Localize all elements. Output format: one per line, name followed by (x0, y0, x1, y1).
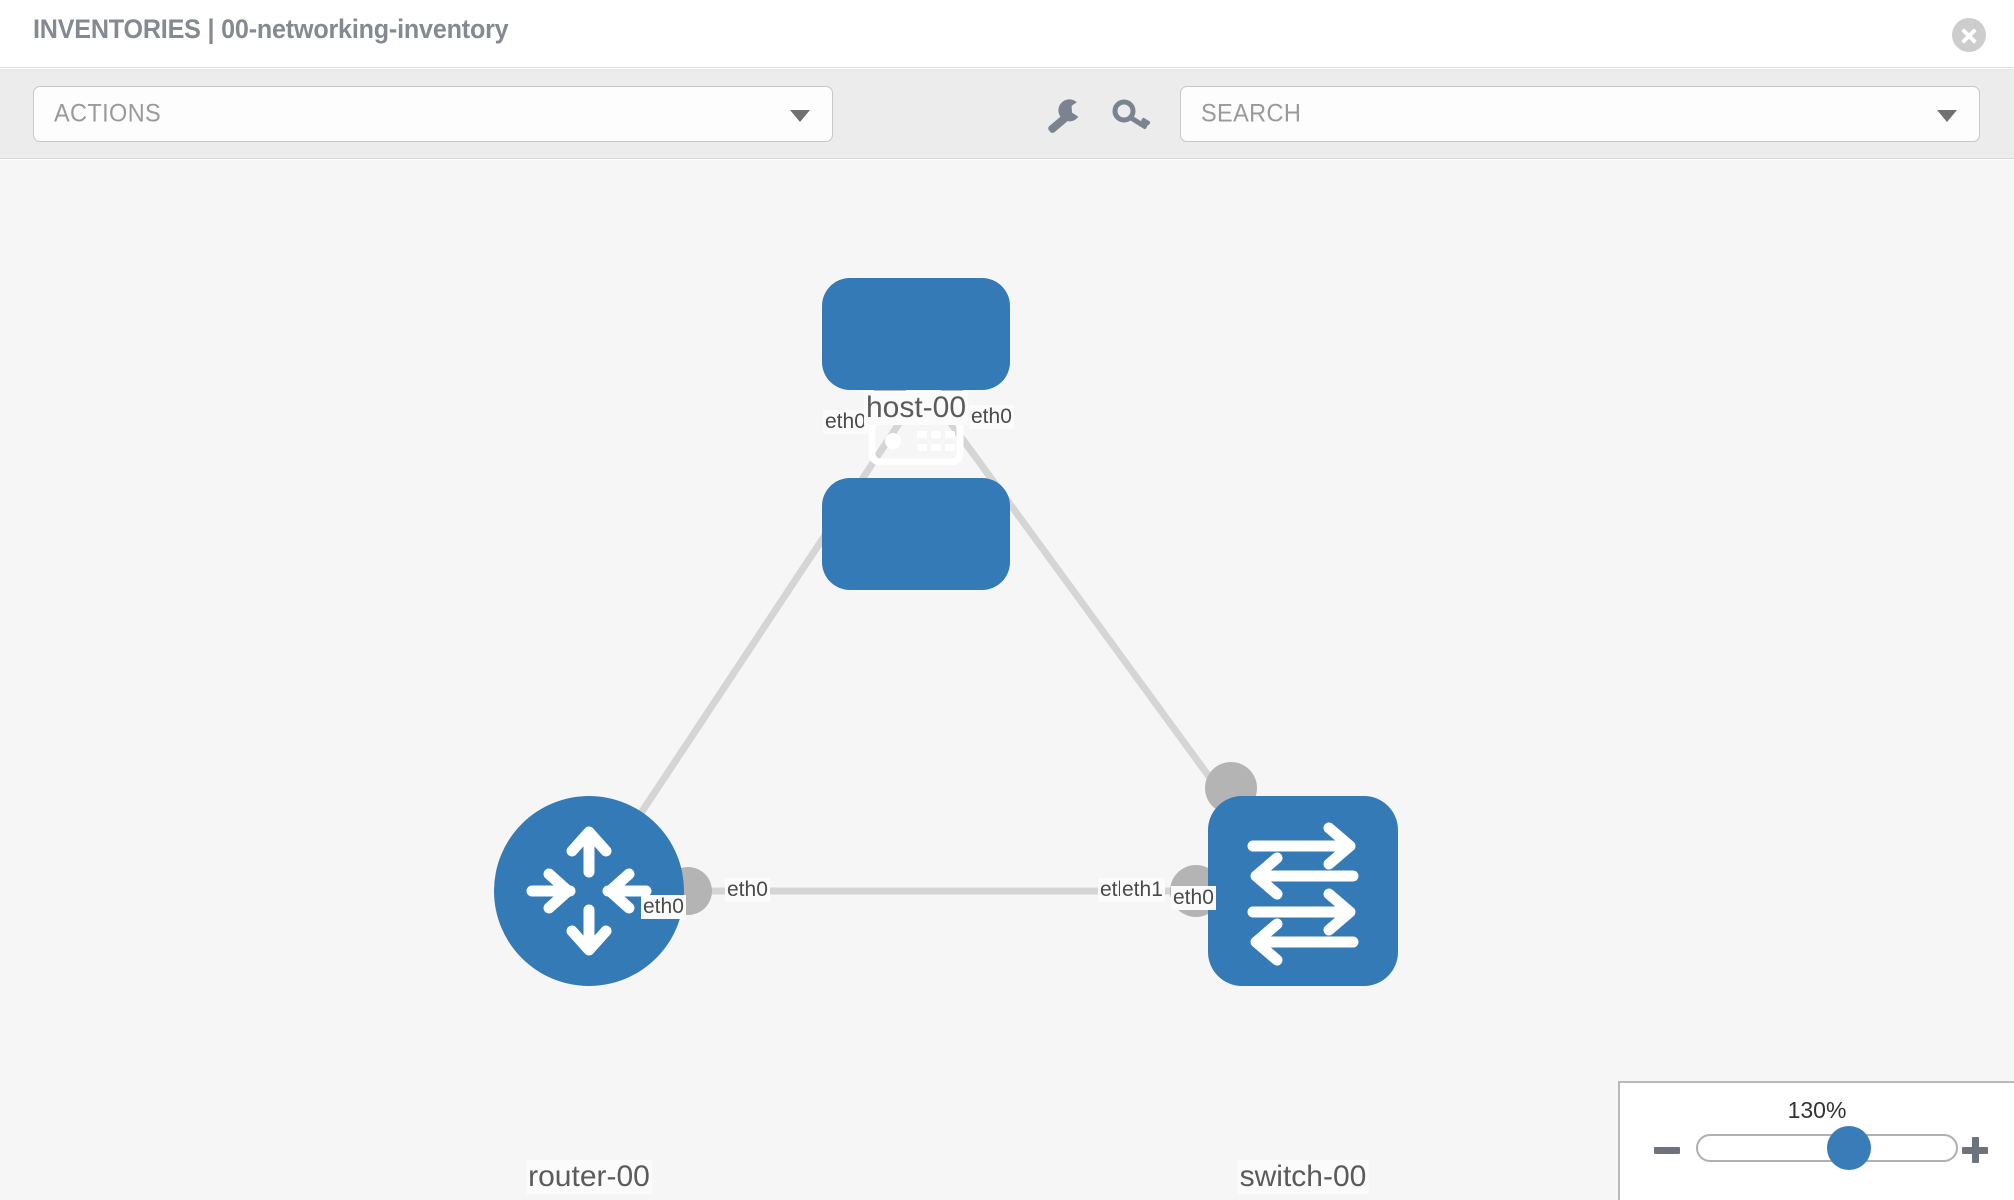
edge-label-router-up-iface: eth0 (641, 895, 686, 919)
edge-label-switch-up-iface: eth0 (1171, 886, 1216, 910)
edge-label-switch-left-iface-b: eth1 (1120, 878, 1165, 902)
edge-label-router-right-iface: eth0 (725, 878, 770, 902)
zoom-out-button[interactable] (1652, 1135, 1682, 1165)
node-switch-00[interactable] (1208, 796, 1398, 986)
topology-canvas[interactable]: eth0 eth0 host-00 eth0 eth0 eth0 eth0 et… (0, 160, 2014, 1200)
host-icon (868, 416, 964, 466)
page-title: INVENTORIES | 00-networking-inventory (33, 14, 509, 44)
actions-dropdown-label: ACTIONS (54, 99, 162, 128)
edge-label-host-left-iface: eth0 (823, 410, 868, 434)
title-bar: INVENTORIES | 00-networking-inventory (0, 0, 2014, 68)
zoom-slider-thumb[interactable] (1826, 1126, 1871, 1170)
close-icon[interactable] (1952, 18, 1986, 52)
node-router-00[interactable] (494, 796, 684, 986)
chevron-down-icon (1937, 110, 1957, 122)
node-label-router-00: router-00 (526, 1160, 652, 1194)
zoom-control-panel: 130% (1618, 1081, 2014, 1200)
router-icon (526, 826, 652, 956)
node-label-host-00: host-00 (863, 391, 969, 425)
search-input[interactable]: SEARCH (1180, 86, 1980, 142)
search-placeholder: SEARCH (1201, 99, 1302, 128)
node-host-00[interactable] (822, 278, 1010, 590)
zoom-level-value: 130% (1787, 1097, 1847, 1123)
switch-icon (1247, 822, 1359, 966)
actions-dropdown[interactable]: ACTIONS (33, 86, 833, 142)
node-label-switch-00: switch-00 (1237, 1160, 1369, 1194)
zoom-in-button[interactable] (1960, 1135, 1990, 1165)
wrench-icon[interactable] (1044, 97, 1084, 135)
toolbar: ACTIONS SEARCH (0, 69, 2014, 159)
chevron-down-icon (790, 110, 810, 122)
key-icon[interactable] (1112, 97, 1152, 135)
topology-graph[interactable] (0, 160, 2014, 1200)
edge-label-host-right-iface: eth0 (969, 405, 1014, 429)
